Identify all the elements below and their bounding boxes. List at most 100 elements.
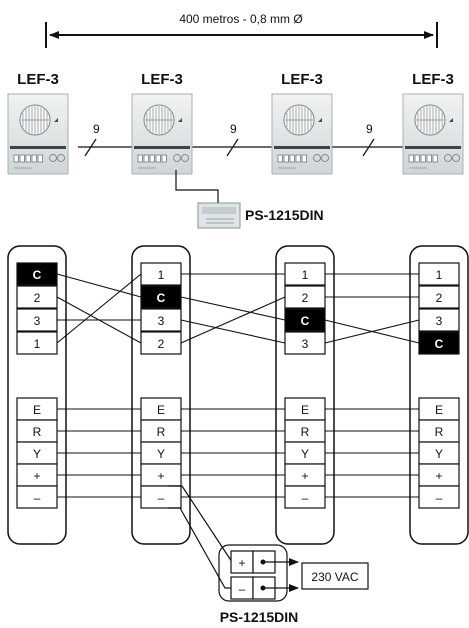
terminal-label: + [157,469,164,483]
terminal-label: C [33,268,42,282]
terminal-cell: Y [16,441,58,465]
terminal-label: R [301,425,310,439]
terminal-cell: 1 [140,262,182,286]
panel-button [155,154,161,163]
link-wire-counts: 9 9 9 [84,122,375,157]
speaker-grille [19,104,51,136]
terminal-cell: – [140,485,182,509]
unit-label: LEF-3 [412,71,454,88]
lef3-unit: LEF-3 [7,71,69,175]
distance-dimension: 400 metros - 0,8 mm Ø [45,12,438,48]
terminal-cell: 1 [418,262,460,286]
power-supply-label: PS-1215DIN [245,207,324,223]
din-module-image [197,202,241,229]
panel-button [31,154,37,163]
mains-label: 230 VAC [311,570,358,584]
terminal-cell: 3 [284,331,326,355]
panel-divider [134,146,190,149]
power-supply-bottom-label: PS-1215DIN [220,609,299,625]
unit-label: LEF-3 [17,71,59,88]
terminal-label: – [239,582,246,596]
bus-wire [180,296,286,344]
panel-divider [274,146,330,149]
terminal-label: 1 [436,268,443,282]
terminal-cell: – [418,485,460,509]
wire-count-label: 9 [230,122,237,136]
wire-count-3: 9 [362,122,375,157]
panel-button [19,154,25,163]
terminal-cell: E [140,397,182,421]
led-icon [57,154,65,162]
terminal-label: – [302,491,309,505]
terminal-label: Y [301,447,309,461]
terminal-cell: 2 [16,285,58,309]
terminal-cell: 2 [284,285,326,309]
unit-label: LEF-3 [141,71,183,88]
terminal-cell: R [140,419,182,443]
panel-button [420,154,426,163]
terminal-label: Y [157,447,165,461]
terminal-cell: Y [418,441,460,465]
terminal-label: 1 [302,268,309,282]
panel-divider [10,146,66,149]
terminal-label: C [435,337,444,351]
bus-wire [324,319,420,344]
bus-wire [180,319,286,344]
terminal-label: 1 [34,337,41,351]
terminal-label: 3 [302,337,309,351]
lef3-unit: LEF-3 [271,71,333,175]
terminal-label: + [301,469,308,483]
terminal-label: – [436,491,443,505]
panel-button [25,154,31,163]
column-frames [7,245,469,545]
terminal-label: 2 [436,291,443,305]
terminal-label: 2 [34,291,41,305]
panel-button [161,154,167,163]
panel-button [295,154,301,163]
panel-button [13,154,19,163]
speaker-grille [414,104,446,136]
wire-count-1: 9 [84,122,100,157]
terminal-label: E [301,403,309,417]
terminal-label: + [33,469,40,483]
terminal-label: R [33,425,42,439]
terminal-cell: 3 [16,308,58,332]
wire-count-label: 9 [366,122,373,136]
terminal-c: C [140,285,182,309]
terminal-label: 3 [436,314,443,328]
terminal-label: Y [33,447,41,461]
terminal-cell: R [284,419,326,443]
lef3-unit: LEF-3 [402,71,464,175]
panel-button [408,154,414,163]
panel-button [143,154,149,163]
units-row: LEF-3 LEF-3 LEF-3 LEF-3 [7,71,464,175]
terminal-label: E [157,403,165,417]
terminal-cell: + [140,463,182,487]
terminal-label: 1 [158,268,165,282]
terminal-label: R [435,425,444,439]
panel-button [37,154,43,163]
panel-button [283,154,289,163]
bus-wire [180,296,286,321]
terminal-cell: + [16,463,58,487]
unit-label: LEF-3 [281,71,323,88]
terminal-cell: 1 [16,331,58,355]
panel-button [149,154,155,163]
terminal-cell: Y [140,441,182,465]
terminal-label: 2 [302,291,309,305]
panel-button [414,154,420,163]
terminal-label: C [157,291,166,305]
terminal-c: C [284,308,326,332]
bus-wire [56,273,142,344]
led-icon [321,154,329,162]
lef3-unit: LEF-3 [131,71,193,175]
panel-button [301,154,307,163]
led-icon [452,154,460,162]
terminal-label: E [33,403,41,417]
terminal-c: C [16,262,58,286]
terminal-label: C [301,314,310,328]
